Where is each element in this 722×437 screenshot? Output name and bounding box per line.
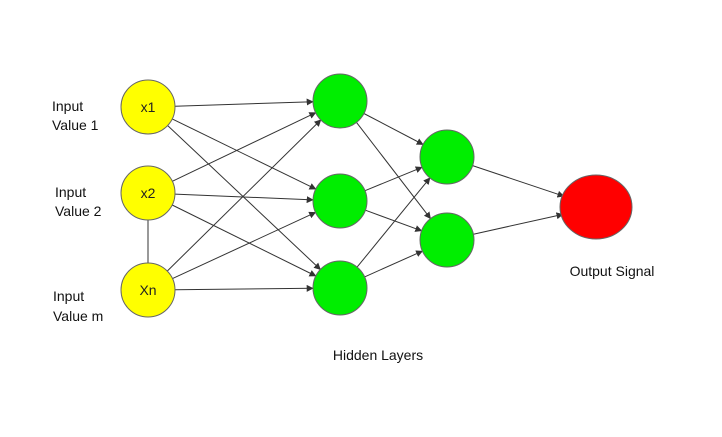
edge-input-1-to-hidden1-2 bbox=[171, 118, 317, 190]
output-node bbox=[559, 174, 633, 240]
input-node-2-label: x2 bbox=[141, 185, 156, 201]
output-signal-label: Output Signal bbox=[570, 263, 655, 279]
edge-hidden2-1-to-output bbox=[472, 165, 565, 198]
edge-input-1-to-hidden1-1 bbox=[174, 98, 314, 107]
hidden-layer-1-node-3 bbox=[312, 260, 368, 316]
connection-edges bbox=[166, 98, 565, 292]
edge-hidden1-1-to-hidden2-1 bbox=[363, 113, 424, 145]
edge-hidden1-1-to-hidden2-2 bbox=[356, 122, 431, 220]
input-node-2: x2 bbox=[120, 165, 176, 221]
hidden-layers-label: Hidden Layers bbox=[333, 347, 423, 363]
hidden-layer-1-node-2 bbox=[312, 173, 368, 229]
edge-hidden1-3-to-hidden2-1 bbox=[356, 177, 431, 268]
edge-input-3-to-hidden1-3 bbox=[174, 284, 314, 292]
input-node-1: x1 bbox=[120, 79, 176, 135]
input-label-2-line-2: Value 2 bbox=[55, 203, 102, 219]
edge-hidden2-2-to-output bbox=[473, 212, 564, 235]
input-node-n-label: Xn bbox=[139, 282, 156, 298]
input-label-3-line-1: Input bbox=[53, 288, 84, 304]
input-label-1-line-2: Value 1 bbox=[52, 117, 99, 133]
input-node-1-label: x1 bbox=[141, 99, 156, 115]
edge-input-3-to-hidden1-2 bbox=[172, 211, 317, 280]
edge-hidden1-2-to-hidden2-1 bbox=[364, 166, 423, 192]
input-node-n: Xn bbox=[120, 262, 176, 318]
input-label-2-line-1: Input bbox=[55, 184, 86, 200]
edge-hidden1-2-to-hidden2-2 bbox=[365, 209, 423, 232]
edge-input-2-to-hidden1-2 bbox=[174, 193, 314, 204]
edge-input-3-to-hidden1-1 bbox=[166, 119, 322, 272]
input-label-1-line-1: Input bbox=[52, 98, 83, 114]
edge-input-2-to-hidden1-1 bbox=[172, 112, 317, 182]
hidden-layer-1-node-1 bbox=[312, 73, 368, 129]
hidden-layer-2-node-2 bbox=[419, 212, 475, 268]
edge-hidden1-3-to-hidden2-2 bbox=[364, 250, 424, 278]
input-label-3-line-2: Value m bbox=[53, 308, 103, 324]
edge-input-2-to-hidden1-3 bbox=[171, 204, 317, 277]
hidden-layer-2-node-1 bbox=[419, 129, 475, 185]
